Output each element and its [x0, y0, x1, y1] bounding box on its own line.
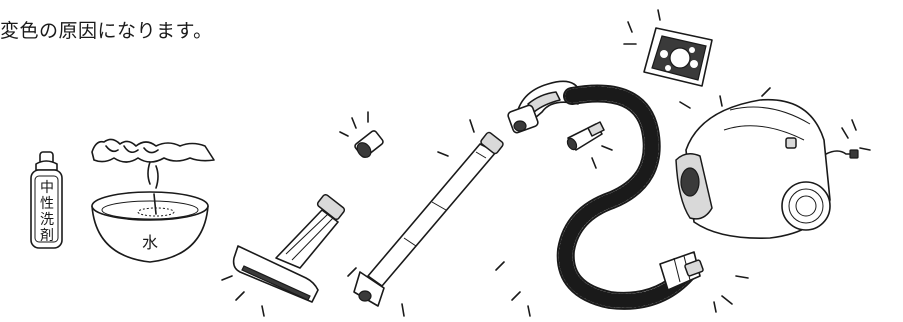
bowl-label: 水	[142, 233, 158, 252]
water-bowl-icon: 水	[92, 192, 208, 262]
hose-icon	[507, 81, 704, 301]
vacuum-body-icon	[676, 100, 858, 239]
filter-icon	[644, 28, 712, 86]
bottle-label-char: 中	[40, 180, 54, 196]
bottle-label-char: 性	[40, 196, 54, 212]
cloth-icon	[92, 139, 214, 188]
detergent-bottle-icon: 中 性 洗 剤	[31, 152, 62, 248]
extension-pipe-icon	[354, 131, 504, 306]
brush-attachment-icon	[566, 122, 604, 151]
floor-nozzle-icon	[234, 193, 346, 302]
bottle-label-char: 洗	[40, 212, 54, 228]
bottle-label-char: 剤	[40, 228, 54, 244]
crevice-tool-icon	[354, 130, 384, 160]
